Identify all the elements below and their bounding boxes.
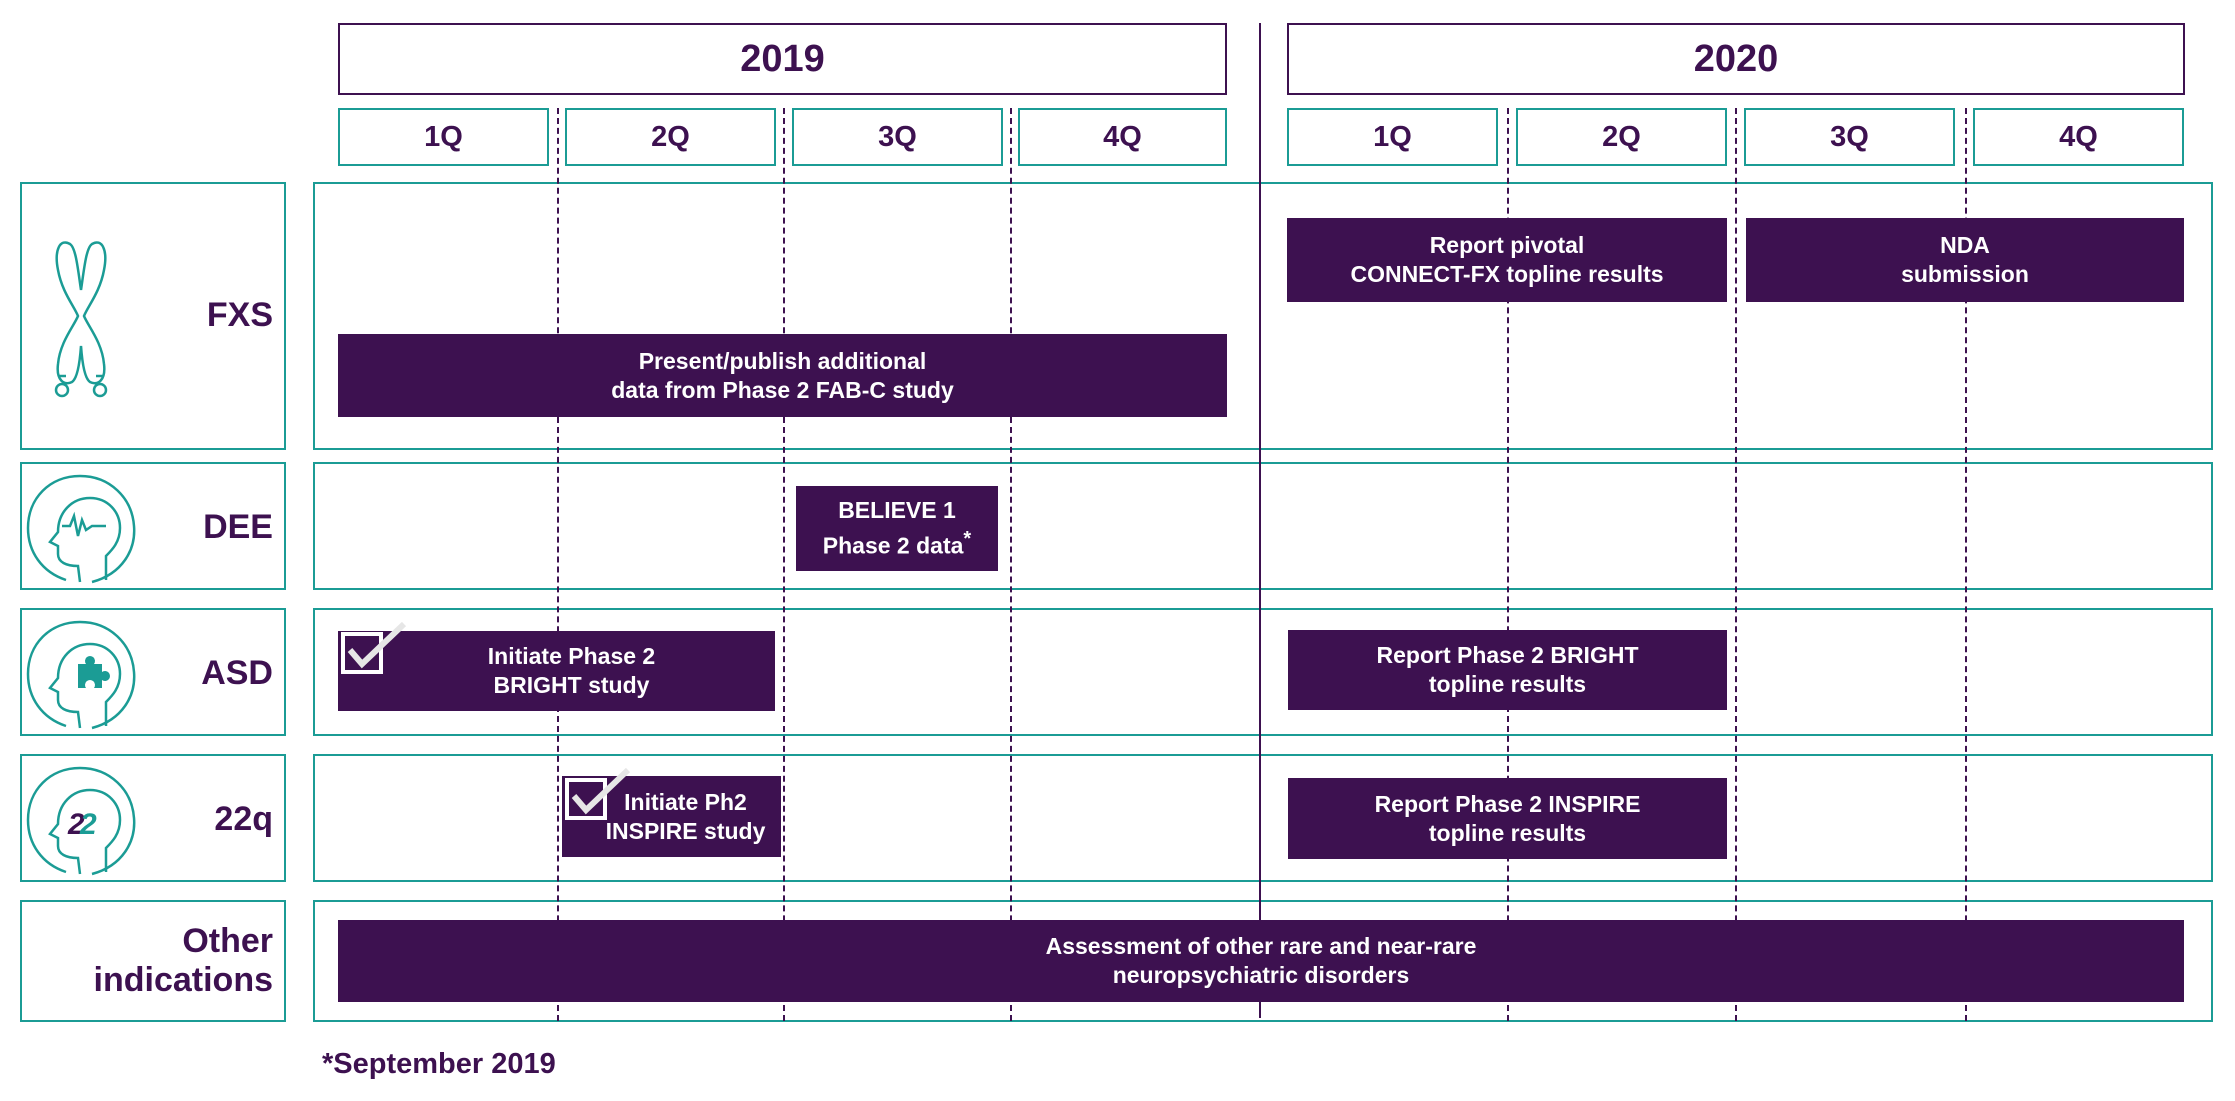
quarter-label: 1Q — [424, 120, 463, 153]
milestone-report-pivotal: Report pivotal CONNECT-FX topline result… — [1287, 218, 1727, 302]
checkmark-icon — [341, 621, 407, 674]
head-puzzle-icon — [26, 620, 136, 730]
row-label-box-asd — [20, 608, 286, 736]
quarter-header: 1Q — [338, 108, 549, 166]
milestone-text: Initiate Phase 2 — [487, 643, 656, 669]
quarter-divider — [1507, 108, 1509, 1021]
milestone-text-line: Phase 2 data* — [823, 525, 971, 561]
milestone-present-publish: Present/publish additional data from Pha… — [338, 334, 1227, 417]
row-content-22q — [313, 754, 2213, 882]
milestone-report-bright: Report Phase 2 BRIGHT topline results — [1288, 630, 1727, 710]
milestone-text: submission — [1901, 261, 2029, 287]
quarter-header: 3Q — [1744, 108, 1955, 166]
quarter-label: 1Q — [1373, 120, 1412, 153]
year-divider — [1259, 23, 1261, 1018]
milestone-text: Report Phase 2 BRIGHT — [1376, 642, 1639, 668]
milestone-text: neuropsychiatric disorders — [1112, 962, 1410, 988]
milestone-text: topline results — [1428, 819, 1587, 846]
milestone-nda-submission: NDA submission — [1746, 218, 2184, 302]
head-eeg-icon — [26, 474, 136, 584]
quarter-label: 4Q — [2059, 120, 2098, 153]
head-22-icon: 2 2 — [26, 766, 136, 876]
milestone-text: Present/publish additional — [638, 347, 927, 374]
checkmark-icon — [565, 767, 631, 820]
row-content-asd — [313, 608, 2213, 736]
quarter-header: 3Q — [792, 108, 1003, 166]
year-label: 2019 — [740, 37, 825, 80]
row-label-box-22q — [20, 754, 286, 882]
row-label-box-fxs — [20, 182, 286, 450]
milestone-other-assessment: Assessment of other rare and near-rare n… — [338, 920, 2184, 1002]
milestone-text: BELIEVE 1 — [838, 497, 956, 524]
milestone-text: BRIGHT study — [493, 672, 650, 698]
year-header-2019: 2019 — [338, 23, 1227, 95]
quarter-divider — [1965, 108, 1967, 1021]
quarter-divider — [1735, 108, 1737, 1021]
footnote: *September 2019 — [322, 1048, 556, 1080]
footnote-marker: * — [963, 528, 972, 551]
quarter-divider — [783, 108, 785, 1021]
milestone-text: INSPIRE study — [605, 817, 766, 844]
row-label-asd: ASD — [201, 654, 273, 692]
row-label-line: indications — [93, 961, 273, 999]
milestone-text: Assessment of other rare and near-rare — [1045, 933, 1477, 959]
milestone-initiate-bright: Initiate Phase 2 BRIGHT study — [338, 631, 775, 711]
quarter-header: 4Q — [1018, 108, 1227, 166]
row-label-box-other — [20, 900, 286, 1022]
milestone-initiate-inspire: Initiate Ph2 INSPIRE study — [562, 776, 781, 857]
quarter-divider — [557, 108, 559, 1021]
row-label-line: Other — [182, 922, 273, 960]
svg-text:2: 2 — [79, 808, 97, 841]
year-header-2020: 2020 — [1287, 23, 2185, 95]
quarter-header: 4Q — [1973, 108, 2184, 166]
quarter-label: 2Q — [1602, 120, 1641, 153]
chromosome-icon — [54, 241, 108, 398]
quarter-label: 4Q — [1103, 120, 1142, 153]
row-label-other: Other indications — [40, 922, 273, 1000]
quarter-divider — [1010, 108, 1012, 1021]
quarter-label: 3Q — [1830, 120, 1869, 153]
row-content-fxs — [313, 182, 2213, 450]
row-content-dee — [313, 462, 2213, 590]
milestone-text: topline results — [1428, 671, 1587, 697]
milestone-text: CONNECT-FX topline results — [1350, 261, 1664, 287]
milestone-text: Report Phase 2 INSPIRE — [1374, 790, 1641, 817]
quarter-header: 2Q — [565, 108, 776, 166]
quarter-label: 3Q — [878, 120, 917, 153]
row-label-dee: DEE — [203, 508, 273, 546]
milestone-text: NDA — [1940, 232, 1990, 258]
milestone-text: Report pivotal — [1429, 232, 1585, 258]
milestone-report-inspire: Report Phase 2 INSPIRE topline results — [1288, 778, 1727, 859]
row-label-fxs: FXS — [206, 296, 273, 334]
quarter-header: 1Q — [1287, 108, 1498, 166]
milestone-text: data from Phase 2 FAB-C study — [611, 376, 954, 403]
quarter-label: 2Q — [651, 120, 690, 153]
milestone-text: Phase 2 data — [822, 532, 964, 559]
svg-text:2: 2 — [67, 808, 85, 841]
milestone-text: Initiate Ph2 — [624, 788, 747, 815]
quarter-header: 2Q — [1516, 108, 1727, 166]
row-content-other — [313, 900, 2213, 1022]
year-label: 2020 — [1693, 37, 1779, 80]
row-label-22q: 22q — [214, 800, 273, 838]
milestone-believe-1: BELIEVE 1 Phase 2 data* — [796, 486, 998, 571]
